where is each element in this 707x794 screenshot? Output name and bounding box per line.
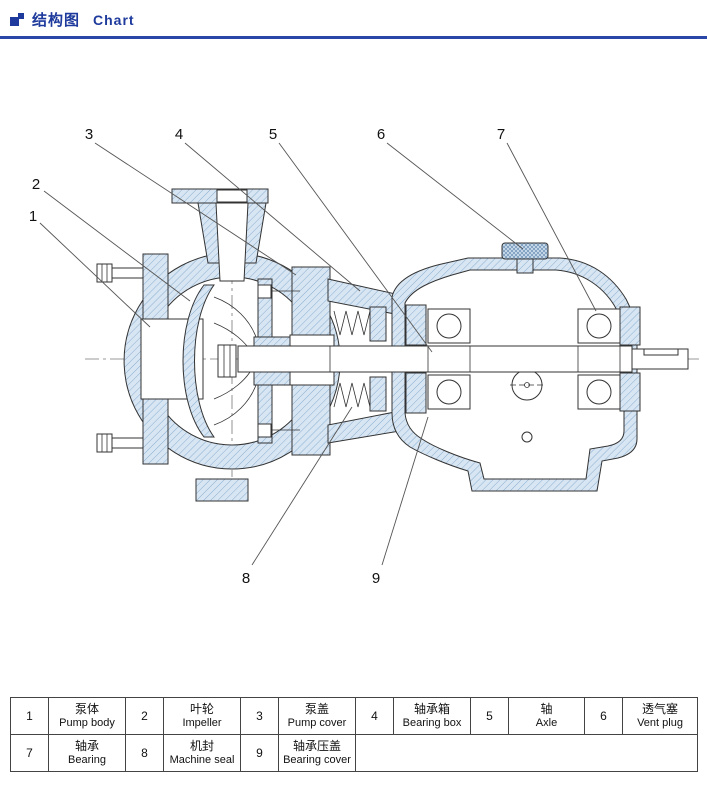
callout-3: 3	[85, 126, 297, 276]
svg-text:8: 8	[242, 570, 250, 587]
title-marker-icon	[10, 12, 25, 27]
part-number-cell: 8	[125, 734, 164, 772]
page-title-en: Chart	[93, 11, 135, 28]
vent-plug-shape	[501, 242, 549, 274]
svg-text:6: 6	[377, 126, 385, 143]
callout-5: 5	[269, 126, 433, 353]
part-number-cell: 2	[125, 697, 164, 735]
pump-body-shape	[123, 188, 341, 502]
svg-text:9: 9	[372, 570, 380, 587]
svg-text:3: 3	[85, 126, 93, 143]
bearing-shape	[427, 308, 621, 410]
suction-flange-bolts	[96, 263, 144, 453]
part-number-cell: 6	[584, 697, 623, 735]
pump-diagram-svg: 1 2 3 4 5 6 7	[29, 126, 700, 587]
callout-2: 2	[32, 176, 191, 302]
part-number-cell: 9	[240, 734, 279, 772]
svg-text:7: 7	[497, 126, 505, 143]
svg-text:4: 4	[175, 126, 183, 143]
page-title-cn: 结构图	[32, 12, 81, 29]
callout-4: 4	[175, 126, 361, 292]
casing-cover-studs	[257, 284, 300, 438]
callout-8: 8	[242, 406, 353, 587]
part-number-cell: 5	[470, 697, 509, 735]
callout-6: 6	[377, 126, 524, 250]
svg-text:5: 5	[269, 126, 277, 143]
machine-seal-shape	[333, 306, 387, 412]
part-number-cell: 1	[10, 697, 49, 735]
callout-1: 1	[29, 208, 151, 328]
part-number-cell: 4	[355, 697, 394, 735]
empty-cell	[355, 734, 698, 772]
header-divider	[0, 36, 707, 39]
svg-text:1: 1	[29, 208, 37, 225]
callout-7: 7	[497, 126, 597, 312]
part-number-cell: 7	[10, 734, 49, 772]
callout-9: 9	[372, 416, 429, 587]
part-number-cell: 3	[240, 697, 279, 735]
bearing-cover-shape	[405, 304, 641, 414]
svg-text:2: 2	[32, 176, 40, 193]
pump-structure-diagram: 1 2 3 4 5 6 7	[0, 39, 707, 691]
page-header: 结构图 Chart	[0, 0, 707, 30]
axle-shape	[237, 345, 689, 373]
